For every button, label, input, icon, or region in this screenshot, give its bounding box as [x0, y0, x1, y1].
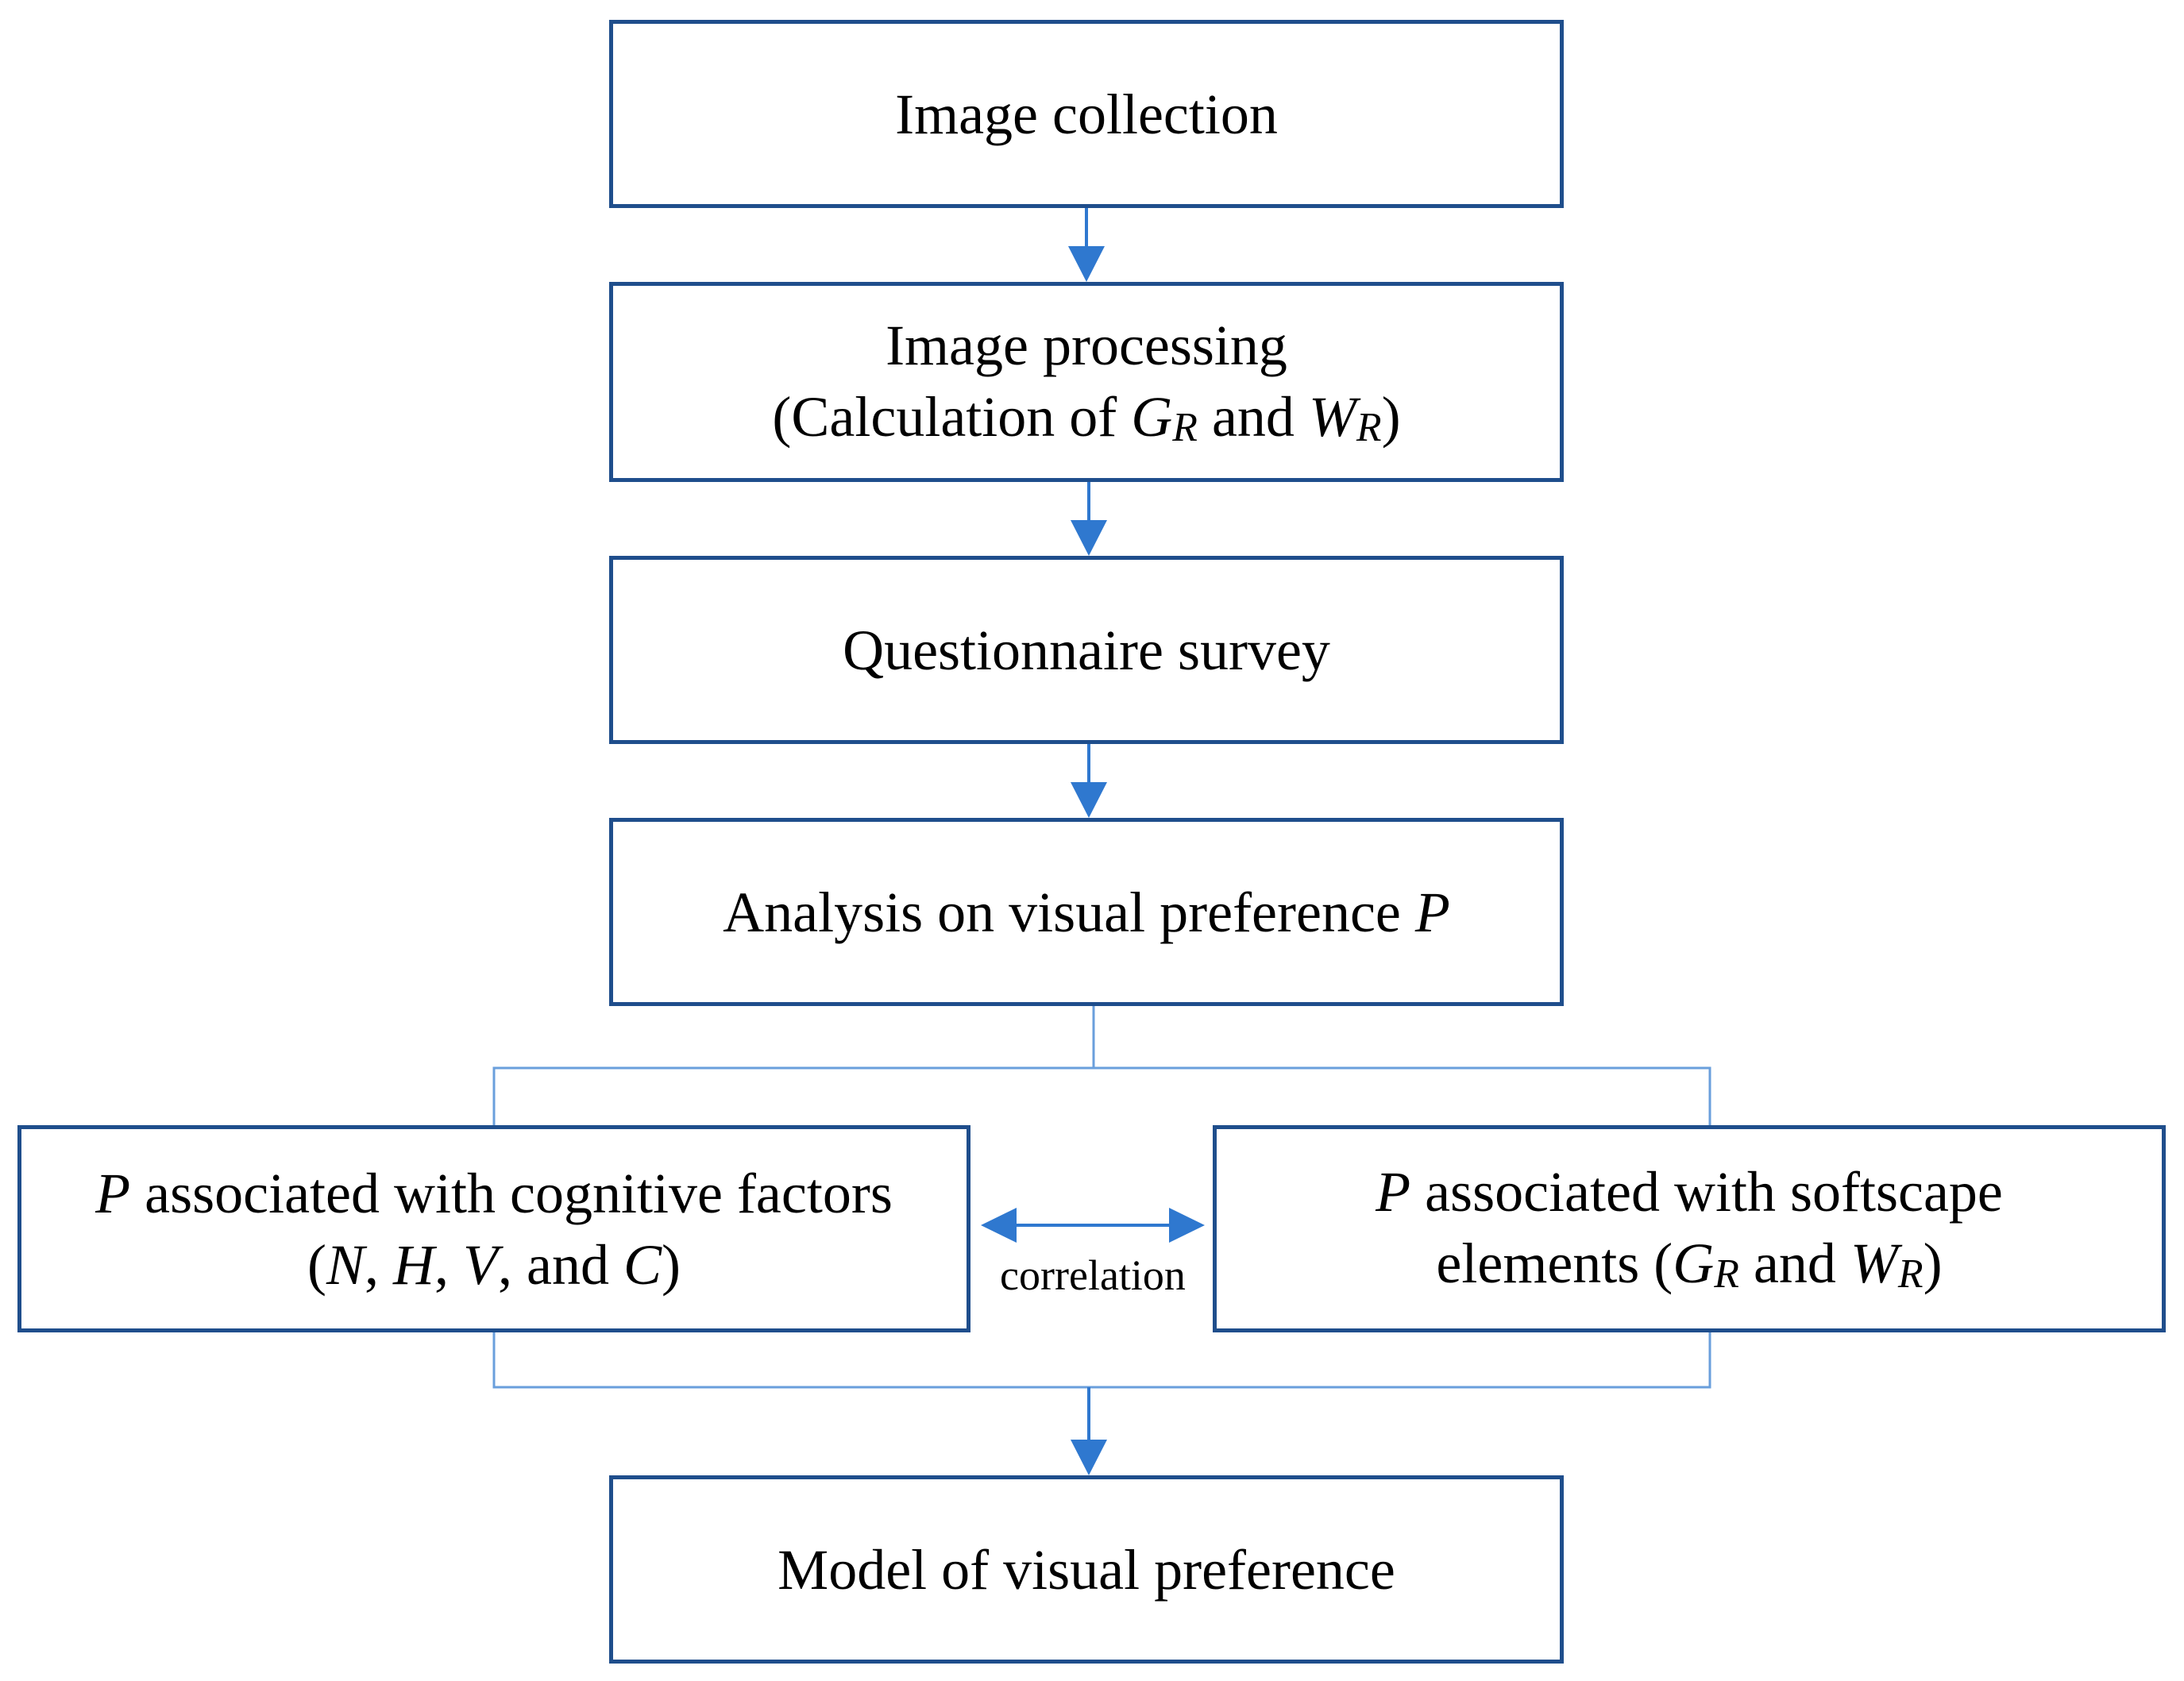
node-cognitive-factors-detail: (N, H, V, and C)	[307, 1229, 681, 1301]
symbol-p: P	[1376, 1160, 1411, 1224]
text-fragment: and	[1738, 1232, 1850, 1296]
arrowhead-merge-to-model	[1071, 1440, 1107, 1475]
node-softscape-elements-title: P associated with softscape	[1376, 1156, 2003, 1228]
correlation-label: correlation	[1000, 1251, 1186, 1299]
node-analysis: Analysis on visual preference P	[609, 818, 1564, 1006]
text-fragment: Analysis on visual preference	[723, 880, 1415, 944]
arrowhead-collection-to-processing	[1068, 246, 1105, 282]
node-questionnaire-survey-label: Questionnaire survey	[843, 618, 1330, 682]
node-image-collection-label: Image collection	[895, 82, 1278, 146]
node-image-processing: Image processing (Calculation of GR and …	[609, 282, 1564, 482]
symbol-w: W	[1850, 1232, 1898, 1296]
node-model-label: Model of visual preference	[778, 1537, 1395, 1602]
subscript-r: R	[1714, 1251, 1739, 1297]
symbol-v: V	[463, 1232, 498, 1297]
symbol-p: P	[95, 1161, 131, 1225]
subscript-r: R	[1172, 405, 1198, 451]
node-cognitive-factors-title: P associated with cognitive factors	[95, 1158, 893, 1229]
node-model: Model of visual preference	[609, 1475, 1564, 1664]
text-fragment: (	[307, 1232, 326, 1297]
text-fragment: )	[1923, 1232, 1943, 1296]
node-image-collection: Image collection	[609, 20, 1564, 208]
symbol-w: W	[1308, 384, 1356, 449]
text-fragment: associated with cognitive factors	[130, 1161, 893, 1225]
symbol-n: N	[326, 1232, 365, 1297]
text-fragment: associated with softscape	[1410, 1160, 2003, 1224]
node-questionnaire-survey: Questionnaire survey	[609, 556, 1564, 744]
symbol-g: G	[1131, 384, 1173, 449]
node-image-processing-title: Image processing	[886, 313, 1287, 377]
node-softscape-elements: P associated with softscape elements (GR…	[1213, 1125, 2166, 1332]
subscript-r: R	[1356, 405, 1382, 451]
symbol-p: P	[1414, 880, 1450, 944]
text-fragment: and	[1197, 384, 1309, 449]
text-fragment: elements (	[1436, 1232, 1673, 1296]
correlation-arrowhead-right	[1169, 1208, 1205, 1243]
symbol-g: G	[1673, 1232, 1715, 1296]
node-cognitive-factors: P associated with cognitive factors (N, …	[17, 1125, 970, 1332]
text-fragment: (Calculation of	[772, 384, 1132, 449]
node-softscape-elements-detail: elements (GR and WR)	[1436, 1228, 1942, 1301]
arrowhead-processing-to-survey	[1071, 520, 1107, 556]
text-fragment: )	[662, 1232, 681, 1297]
subscript-r: R	[1897, 1251, 1924, 1297]
node-image-processing-detail: (Calculation of GR and WR)	[772, 381, 1400, 454]
symbol-c: C	[623, 1232, 662, 1297]
text-fragment: ,	[434, 1232, 464, 1297]
split-connector-branches	[492, 1066, 1711, 1125]
arrowhead-survey-to-analysis	[1071, 782, 1107, 818]
text-fragment: ,	[365, 1232, 394, 1297]
symbol-h: H	[393, 1232, 435, 1297]
node-analysis-label: Analysis on visual preference P	[723, 877, 1450, 948]
merge-connector	[492, 1332, 1711, 1389]
text-fragment: , and	[498, 1232, 623, 1297]
correlation-arrowhead-left	[981, 1208, 1017, 1243]
text-fragment: )	[1381, 384, 1401, 449]
